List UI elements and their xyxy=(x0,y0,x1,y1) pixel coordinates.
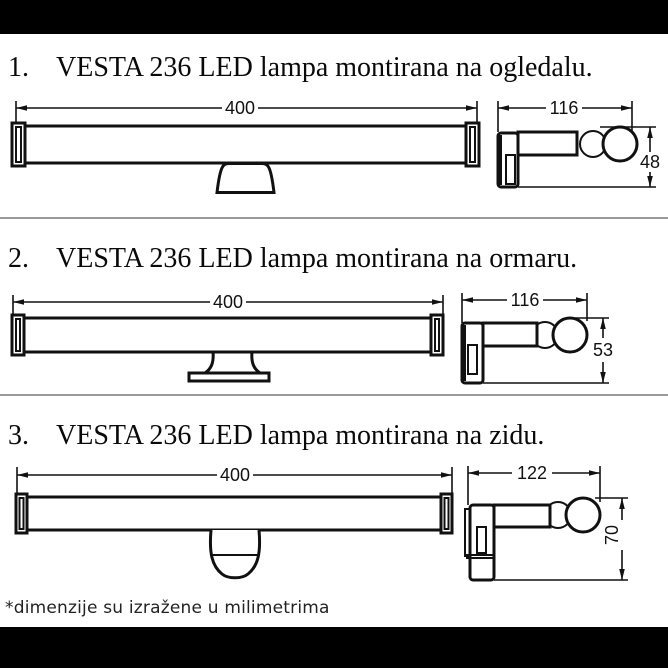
section-1-title: VESTA 236 LED lampa montirana na ogledal… xyxy=(56,52,593,83)
wall-mount-dome xyxy=(208,529,262,580)
dim-side-depth-1: 116 xyxy=(550,98,579,118)
cabinet-mount-stem xyxy=(200,350,265,375)
dim-front-width-3: 400 xyxy=(220,465,250,485)
wall-bracket xyxy=(468,503,496,582)
drawing-lamp-on-cabinet: 400 116 53 xyxy=(10,290,613,385)
dim-side-height-3: 70 xyxy=(602,525,622,545)
dim-side-height-1: 48 xyxy=(640,152,660,172)
tube-section xyxy=(601,125,639,163)
section-3-heading: 3. VESTA 236 LED lampa montirana na zidu… xyxy=(8,420,660,452)
letterbox-top xyxy=(0,0,668,34)
section-2-number: 2. xyxy=(8,243,29,274)
side-view-2: 116 53 xyxy=(460,290,613,385)
drawing-lamp-on-wall: 400 122 70 xyxy=(14,463,628,582)
side-view-3: 122 70 xyxy=(464,463,628,582)
section-1-number: 1. xyxy=(8,52,29,83)
tube-section xyxy=(564,496,602,534)
front-dimension-400: 400 xyxy=(15,98,478,126)
mirror-mount xyxy=(215,162,276,194)
lamp-bar-front xyxy=(10,313,445,383)
letterbox-bottom xyxy=(0,627,668,668)
divider-2 xyxy=(0,394,668,396)
front-dimension-400: 400 xyxy=(12,292,444,318)
dim-front-width-1: 400 xyxy=(225,98,255,118)
units-note: *dimenzije su izražene u milimetrima xyxy=(5,598,330,618)
section-3-number: 3. xyxy=(8,420,29,451)
section-2-title: VESTA 236 LED lampa montirana na ormaru. xyxy=(56,243,578,274)
section-3-title: VESTA 236 LED lampa montirana na zidu. xyxy=(56,420,545,451)
cabinet-mount-base xyxy=(187,371,271,383)
lamp-bar-front xyxy=(10,121,481,194)
dim-side-depth-2: 116 xyxy=(511,290,540,310)
section-1-heading: 1. VESTA 236 LED lampa montirana na ogle… xyxy=(8,52,660,84)
dim-side-depth-3: 122 xyxy=(517,463,547,483)
lamp-bar-front xyxy=(14,492,454,580)
dim-front-width-2: 400 xyxy=(213,292,243,312)
bracket-arm xyxy=(481,321,539,348)
bracket-arm xyxy=(516,130,579,157)
front-dimension-400: 400 xyxy=(16,465,453,497)
divider-1 xyxy=(0,217,668,219)
bracket-arm xyxy=(492,503,552,529)
drawing-lamp-on-mirror: 400 116 48 xyxy=(10,98,660,194)
section-2-heading: 2. VESTA 236 LED lampa montirana na orma… xyxy=(8,243,660,275)
dim-side-height-2: 53 xyxy=(593,340,613,360)
side-view-1: 116 48 xyxy=(496,98,660,189)
tube-section xyxy=(551,316,589,354)
